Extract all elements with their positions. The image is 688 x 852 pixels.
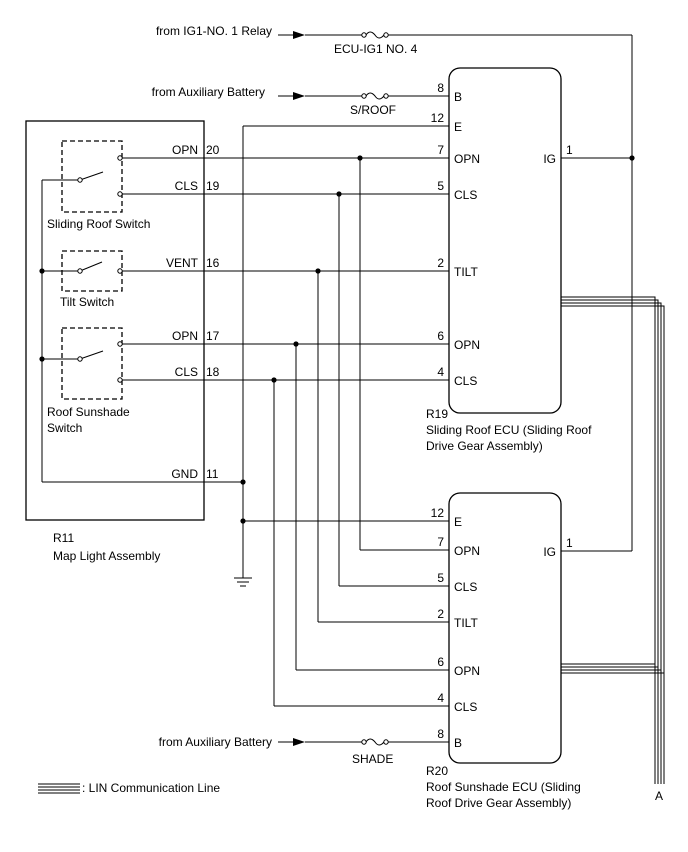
source-aux-battery-top: from Auxiliary Battery <box>152 85 265 99</box>
tilt-switch <box>61 250 123 292</box>
map-light-assembly: Sliding Roof Switch Tilt Switch Roof Sun… <box>25 120 220 563</box>
arrow-icon <box>293 92 305 100</box>
pin-number: 8 <box>437 727 444 741</box>
sliding-roof-switch <box>61 140 123 213</box>
arrows <box>293 31 305 746</box>
pin-number: 18 <box>206 365 220 379</box>
junctions <box>39 155 635 524</box>
fuse-label-shade: SHADE <box>352 752 393 766</box>
ground-icon <box>234 577 252 587</box>
pin-label: IG <box>543 545 556 559</box>
pin-number: 12 <box>431 506 445 520</box>
pin-label: B <box>454 736 462 750</box>
pin-label: CLS <box>175 179 198 193</box>
ecu-name-1: Roof Sunshade ECU (Sliding <box>426 780 581 794</box>
pin-number: 2 <box>437 256 444 270</box>
map-light-name: Map Light Assembly <box>53 549 160 563</box>
sliding-roof-ecu: 8 B 12 E 7 OPN 5 CLS 2 TILT 6 OPN 4 CLS … <box>426 67 592 453</box>
pin-label: E <box>454 515 462 529</box>
legend-lin-label: : LIN Communication Line <box>82 781 220 795</box>
pin-number: 11 <box>206 467 219 481</box>
pin-label: TILT <box>454 265 478 279</box>
pin-number: 7 <box>437 535 444 549</box>
fuse-label-sroof: S/ROOF <box>350 103 396 117</box>
pin-label: OPN <box>454 664 480 678</box>
pin-label: CLS <box>454 580 477 594</box>
pin-number: 6 <box>437 655 444 669</box>
tilt-switch-label: Tilt Switch <box>60 295 114 309</box>
pin-label: CLS <box>175 365 198 379</box>
pin-label: E <box>454 120 462 134</box>
pin-label: OPN <box>454 338 480 352</box>
pin-label: CLS <box>454 374 477 388</box>
pin-label: OPN <box>172 329 198 343</box>
pin-label: OPN <box>454 152 480 166</box>
lin-legend-icon <box>38 783 80 794</box>
ecu-name-2: Drive Gear Assembly) <box>426 439 543 453</box>
fuse-icon <box>361 738 389 746</box>
ecu-code: R20 <box>426 764 448 778</box>
fuse-icon <box>361 31 389 39</box>
source-ig1-relay: from IG1-NO. 1 Relay <box>156 24 272 38</box>
sunshade-switch-label-2: Switch <box>47 421 82 435</box>
legend: : LIN Communication Line <box>38 781 220 795</box>
pin-number: 7 <box>437 143 444 157</box>
pin-label: GND <box>171 467 198 481</box>
pin-number: 16 <box>206 256 220 270</box>
pin-number: 4 <box>437 691 444 705</box>
pin-number: 6 <box>437 329 444 343</box>
pin-label: OPN <box>172 143 198 157</box>
pin-number: 2 <box>437 607 444 621</box>
arrow-icon <box>293 738 305 746</box>
ecu-name-1: Sliding Roof ECU (Sliding Roof <box>426 423 592 437</box>
map-light-code: R11 <box>53 531 74 545</box>
pin-number: 1 <box>566 143 573 157</box>
pin-number: 8 <box>437 81 444 95</box>
pin-number: 12 <box>431 111 445 125</box>
pin-number: 1 <box>566 536 573 550</box>
pin-label: TILT <box>454 616 478 630</box>
pin-label: VENT <box>166 256 199 270</box>
pin-number: 4 <box>437 365 444 379</box>
pin-number: 5 <box>437 571 444 585</box>
arrow-icon <box>293 31 305 39</box>
pin-label: B <box>454 90 462 104</box>
pin-label: OPN <box>454 544 480 558</box>
fuse-label-ecu-ig1: ECU-IG1 NO. 4 <box>334 42 418 56</box>
roof-sunshade-ecu: 12 E 7 OPN 5 CLS 2 TILT 6 OPN 4 CLS 8 B … <box>426 492 581 810</box>
ecu-name-2: Roof Drive Gear Assembly) <box>426 796 571 810</box>
pin-number: 17 <box>206 329 220 343</box>
wires <box>41 34 633 743</box>
pin-number: 19 <box>206 179 220 193</box>
pin-number: 20 <box>206 143 220 157</box>
pin-number: 5 <box>437 179 444 193</box>
pin-label: CLS <box>454 188 477 202</box>
fuse-icon <box>361 92 389 100</box>
sunshade-switch-label-1: Roof Sunshade <box>47 405 130 419</box>
connector-a-label: A <box>655 789 663 803</box>
ecu-code: R19 <box>426 407 448 421</box>
pin-label: CLS <box>454 700 477 714</box>
pin-label: IG <box>543 152 556 166</box>
source-aux-battery-bottom: from Auxiliary Battery <box>159 735 272 749</box>
sliding-roof-switch-label: Sliding Roof Switch <box>47 217 150 231</box>
lin-communication-line <box>561 296 665 784</box>
fuses <box>361 31 389 746</box>
roof-sunshade-switch <box>61 327 123 400</box>
